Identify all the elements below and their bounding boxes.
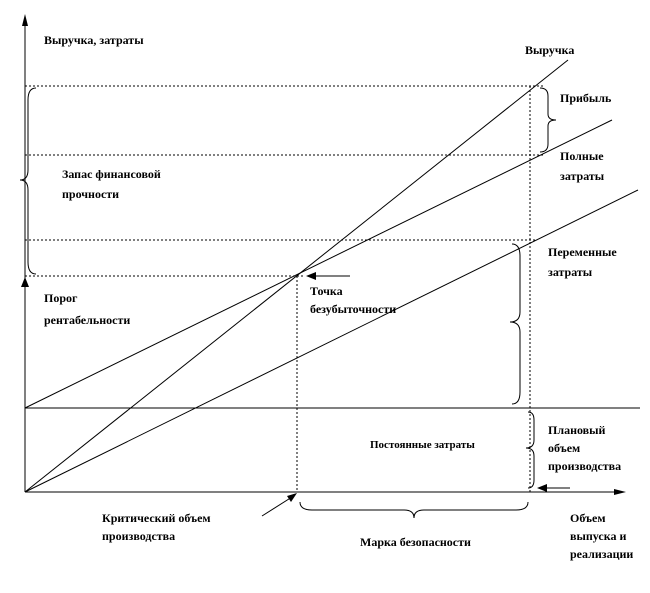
breakeven-label-2: безубыточности <box>310 302 396 316</box>
profit-label: Прибыль <box>560 91 612 105</box>
full-costs-line <box>24 119 613 409</box>
planned-volume-arrow-icon <box>537 484 547 492</box>
planned-volume-label-1: Плановый <box>548 423 606 437</box>
safety-stock-label-1: Запас финансовой <box>62 167 161 181</box>
variable-costs-label-2: затраты <box>548 265 593 279</box>
safety-stock-brace <box>19 87 37 275</box>
threshold-label-2: рентабельности <box>44 313 130 327</box>
x-axis-label-1: Объем <box>570 511 606 525</box>
x-axis-label-3: реализации <box>570 547 633 561</box>
revenue-label: Выручка <box>525 43 574 57</box>
breakeven-label-1: Точка <box>310 284 343 298</box>
fixed-costs-label: Постоянные затраты <box>370 439 475 451</box>
safety-margin-brace <box>299 501 529 519</box>
threshold-label-1: Порог <box>44 291 78 305</box>
y-axis-arrow-icon <box>22 14 28 26</box>
planned-volume-label-3: производства <box>548 459 621 473</box>
threshold-arrow-icon <box>21 277 29 287</box>
x-axis-label-2: выпуска и <box>570 529 626 543</box>
fixed-costs-brace <box>525 411 535 489</box>
critical-volume-label-2: производства <box>102 529 175 543</box>
variable-costs-label-1: Переменные <box>548 245 617 259</box>
variable-costs-brace <box>509 243 521 405</box>
critical-volume-label-1: Критический объем <box>102 511 211 525</box>
safety-stock-label-2: прочности <box>62 187 119 201</box>
full-costs-label-1: Полные <box>560 149 604 163</box>
safety-margin-label: Марка безопасности <box>360 535 471 549</box>
critical-volume-arrow-icon <box>287 493 297 502</box>
breakeven-arrow-icon <box>306 272 316 280</box>
x-axis-arrow-icon <box>614 489 626 495</box>
critical-volume-arrow <box>261 496 293 517</box>
y-axis-label: Выручка, затраты <box>44 33 144 47</box>
profit-brace <box>539 87 557 153</box>
full-costs-label-2: затраты <box>560 169 605 183</box>
variable-costs-line <box>24 189 639 493</box>
planned-volume-label-2: объем <box>548 441 580 455</box>
